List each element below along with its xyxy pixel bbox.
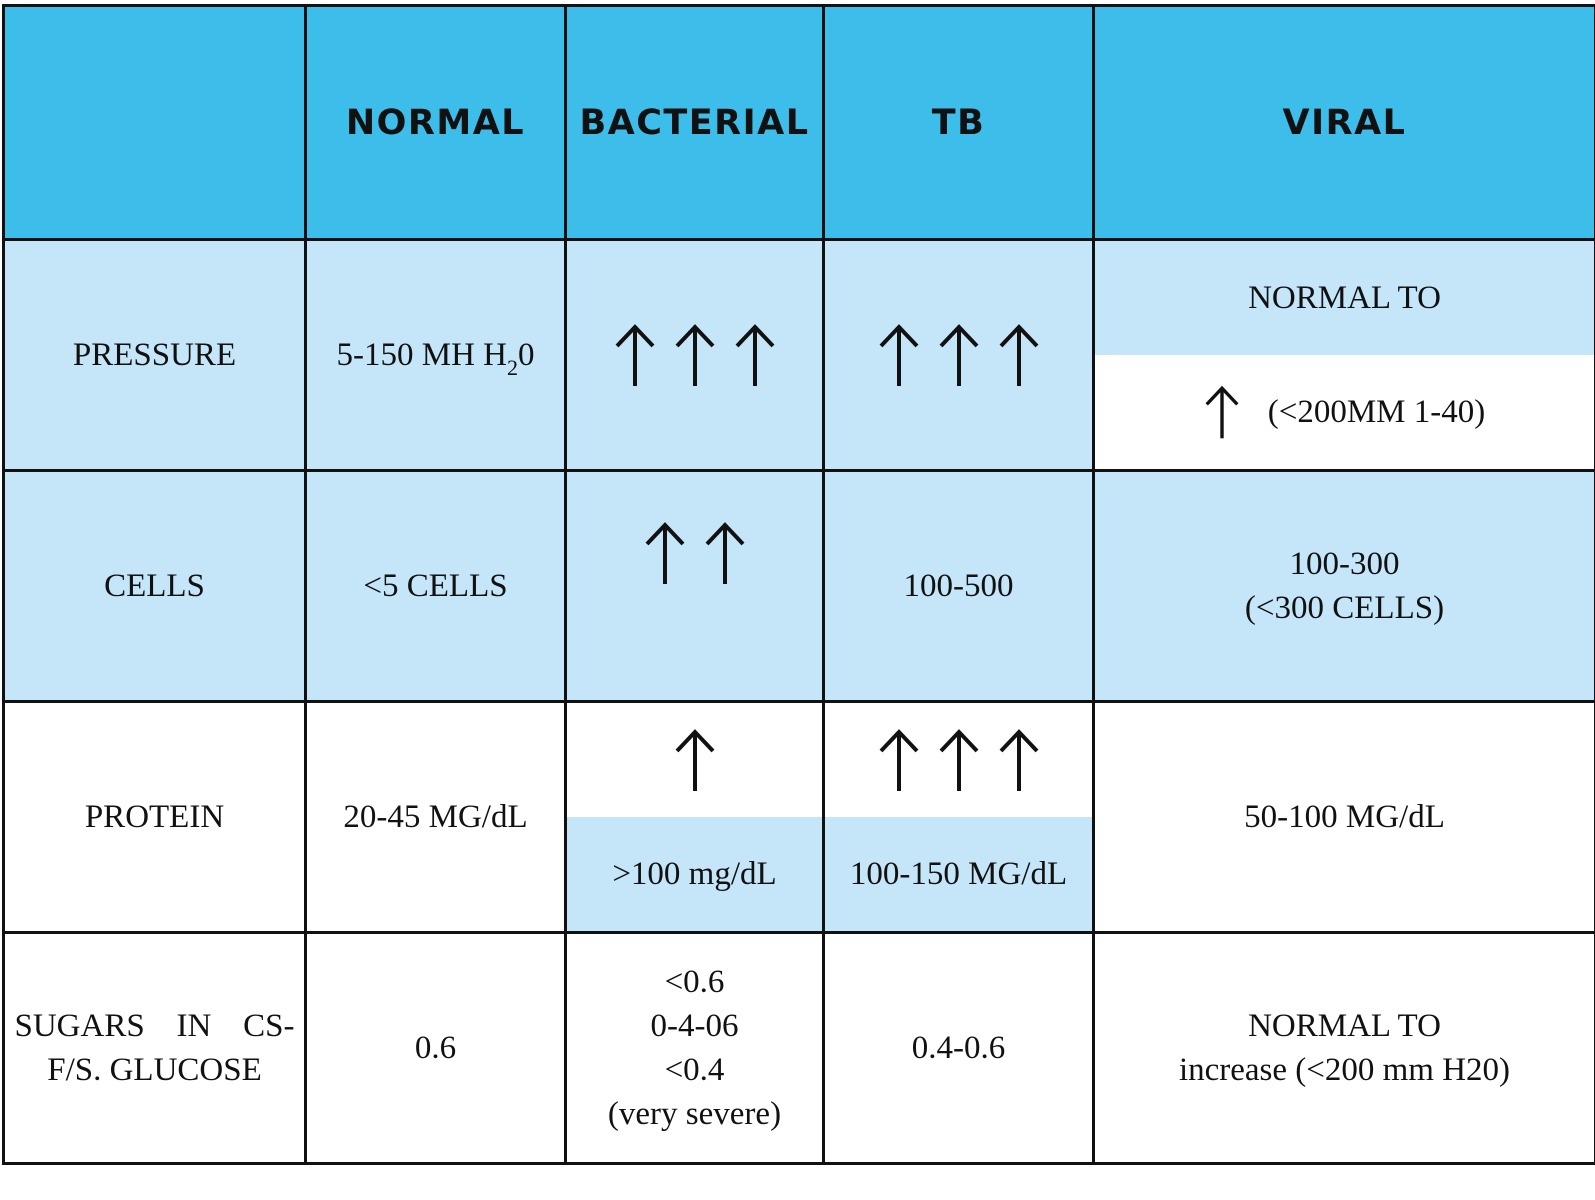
up-arrow-icon [674,322,716,388]
pressure-viral-bottom-text: (<200MM 1-40) [1267,393,1486,430]
up-arrow-icon [938,727,980,793]
cells-bacterial [564,469,825,703]
up-arrow-icon [704,520,746,586]
csf-comparison-table: NORMAL BACTERIAL TB VIRAL PRESSURE 5-150… [2,4,1595,1165]
protein-tb-arrows [878,727,1040,793]
pressure-normal-main: 5-150 MH H [336,336,508,373]
row-pressure: PRESSURE 5-150 MH H20 NORMAL TO (<200MM … [2,238,1595,472]
cells-tb: 100-500 [822,469,1095,703]
row-protein: PROTEIN 20-45 MG/dL >100 mg/dL 100-150 M… [2,700,1595,934]
header-normal: NORMAL [304,4,567,241]
sugars-viral-line2: increase (<200 mm H20) [1178,1052,1511,1088]
header-viral: VIRAL [1092,4,1595,241]
cells-normal: <5 CELLS [304,469,567,703]
protein-tb: 100-150 MG/dL [822,700,1095,934]
protein-bacterial: >100 mg/dL [564,700,825,934]
pressure-normal-subscript: 2 [507,354,518,380]
protein-normal: 20-45 MG/dL [304,700,567,934]
protein-tb-value: 100-150 MG/dL [825,817,1092,931]
cells-label: CELLS [2,469,307,703]
up-arrow-icon [878,322,920,388]
protein-tb-top [825,703,1092,817]
up-arrow-icon [998,727,1040,793]
protein-viral: 50-100 MG/dL [1092,700,1595,934]
up-arrow-icon [734,322,776,388]
pressure-viral-top: NORMAL TO [1095,241,1594,355]
sugars-viral: NORMAL TO increase (<200 mm H20) [1092,931,1595,1165]
sugars-label-line1: SUGARS IN CS- [14,1008,295,1044]
pressure-normal: 5-150 MH H20 [304,238,567,472]
header-tb: TB [822,4,1095,241]
sugars-label: SUGARS IN CS- F/S. GLUCOSE [2,931,307,1165]
pressure-bacterial-arrows [567,322,822,388]
up-arrow-icon [644,520,686,586]
cells-viral: 100-300 (<300 CELLS) [1092,469,1595,703]
up-arrow-icon [614,322,656,388]
sugars-bacterial-line1: <0.6 [664,964,725,1000]
sugars-bacterial-line4: (very severe) [607,1096,782,1132]
cells-viral-line1: 100-300 [1289,546,1400,582]
pressure-label: PRESSURE [2,238,307,472]
pressure-viral-arrow [1204,384,1240,440]
row-cells: CELLS <5 CELLS 100-500 100-300 (<300 CEL… [2,469,1595,703]
protein-label: PROTEIN [2,700,307,934]
sugars-bacterial-line3: <0.4 [664,1052,725,1088]
pressure-viral-bottom: (<200MM 1-40) [1095,355,1594,469]
up-arrow-icon [674,727,716,793]
header-bacterial: BACTERIAL [564,4,825,241]
pressure-normal-tail: 0 [518,336,535,373]
sugars-bacterial: <0.6 0-4-06 <0.4 (very severe) [564,931,825,1165]
up-arrow-icon [998,322,1040,388]
cells-viral-line2: (<300 CELLS) [1244,590,1445,626]
protein-bacterial-top [567,703,822,817]
pressure-tb-arrows [825,322,1092,388]
row-sugars: SUGARS IN CS- F/S. GLUCOSE 0.6 <0.6 0-4-… [2,931,1595,1165]
header-empty [2,4,307,241]
up-arrow-icon [1204,384,1240,440]
cells-bacterial-arrows [567,520,822,586]
pressure-viral: NORMAL TO (<200MM 1-40) [1092,238,1595,472]
protein-bacterial-arrows [674,727,716,793]
sugars-label-line2: F/S. GLUCOSE [47,1052,262,1088]
sugars-viral-line1: NORMAL TO [1248,1008,1441,1044]
up-arrow-icon [878,727,920,793]
up-arrow-icon [938,322,980,388]
protein-bacterial-value: >100 mg/dL [567,817,822,931]
sugars-tb: 0.4-0.6 [822,931,1095,1165]
sugars-normal: 0.6 [304,931,567,1165]
pressure-tb [822,238,1095,472]
pressure-bacterial [564,238,825,472]
sugars-bacterial-line2: 0-4-06 [650,1008,739,1044]
header-row: NORMAL BACTERIAL TB VIRAL [2,4,1595,241]
